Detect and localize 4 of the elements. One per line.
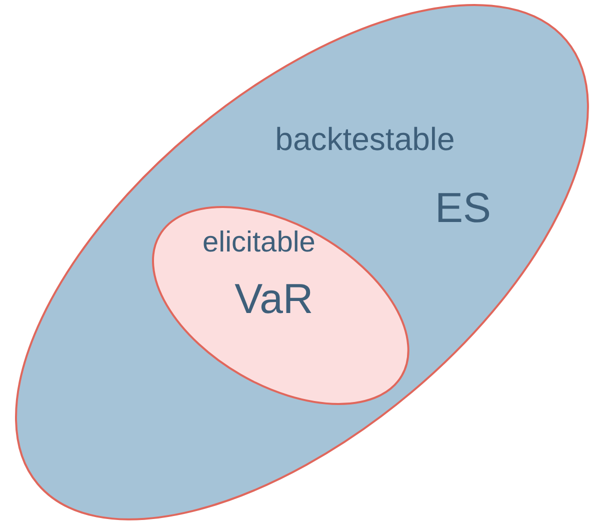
- measure-name: ES: [434, 186, 491, 229]
- set-name: elicitable: [202, 228, 316, 258]
- measure-name: VaR: [234, 278, 314, 320]
- set-name: backtestable: [275, 122, 455, 155]
